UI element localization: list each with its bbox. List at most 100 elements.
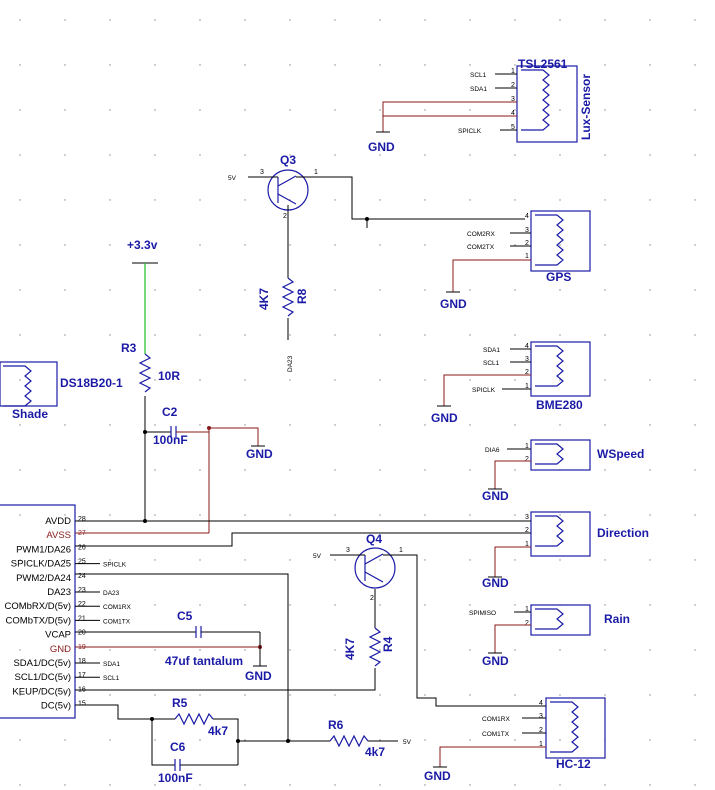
grid-dot bbox=[379, 379, 381, 381]
grid-dot bbox=[514, 199, 516, 201]
mcu-net-label: DA23 bbox=[103, 590, 120, 597]
direction-ref: Direction bbox=[597, 526, 649, 540]
grid-dot bbox=[559, 109, 561, 111]
grid-dot bbox=[469, 424, 471, 426]
svg-text:SPIMISO: SPIMISO bbox=[469, 610, 496, 617]
grid-dot bbox=[379, 64, 381, 66]
grid-dot bbox=[559, 19, 561, 21]
grid-dot bbox=[379, 154, 381, 156]
gps-net-tx: COM2TX bbox=[467, 244, 495, 251]
grid-dot bbox=[19, 559, 21, 561]
r4-value: 4K7 bbox=[343, 638, 357, 660]
gps-net-rx: COM2RX bbox=[467, 231, 495, 238]
grid-dot bbox=[19, 604, 21, 606]
grid-dot bbox=[379, 109, 381, 111]
tsl2561-net-scl: SCL1 bbox=[470, 72, 487, 79]
grid-dot bbox=[19, 514, 21, 516]
grid-dot bbox=[109, 109, 111, 111]
grid-dot bbox=[514, 19, 516, 21]
grid-dot bbox=[604, 379, 606, 381]
r8-ref: R8 bbox=[295, 288, 309, 304]
grid-dot bbox=[289, 694, 291, 696]
ds18b20-body bbox=[0, 361, 58, 407]
mcu-pin-name: SCL1/DC(5v) bbox=[15, 672, 72, 683]
grid-dot bbox=[334, 469, 336, 471]
grid-dot bbox=[64, 19, 66, 21]
bme280-body bbox=[530, 341, 591, 397]
grid-dot bbox=[334, 649, 336, 651]
grid-dot bbox=[514, 604, 516, 606]
grid-dot bbox=[604, 649, 606, 651]
grid-dot bbox=[559, 649, 561, 651]
gps-body bbox=[530, 210, 591, 272]
grid-dot bbox=[244, 64, 246, 66]
c2-capacitor: C2 100nF GND bbox=[145, 405, 273, 533]
svg-text:2: 2 bbox=[539, 727, 543, 734]
grid-dot bbox=[694, 514, 696, 516]
mcu-pin-name: DC(5v) bbox=[41, 701, 71, 712]
gps-gnd-label: GND bbox=[440, 297, 467, 311]
grid-dot bbox=[289, 514, 291, 516]
grid-dot bbox=[289, 334, 291, 336]
grid-dot bbox=[649, 334, 651, 336]
rain-connector: 1 2 SPIMISO GND Rain bbox=[469, 604, 630, 668]
grid-dot bbox=[694, 649, 696, 651]
grid-dot bbox=[604, 784, 606, 786]
grid-dot bbox=[289, 19, 291, 21]
hc12-body bbox=[545, 697, 606, 759]
svg-text:1: 1 bbox=[525, 541, 529, 548]
grid-dot bbox=[424, 604, 426, 606]
mcu-pin-name: PWM1/DA26 bbox=[16, 544, 71, 555]
grid-dot bbox=[514, 289, 516, 291]
r6-ref: R6 bbox=[328, 718, 344, 732]
grid-dot bbox=[64, 289, 66, 291]
grid-dot bbox=[514, 334, 516, 336]
grid-dot bbox=[154, 424, 156, 426]
grid-dot bbox=[19, 289, 21, 291]
grid-dot bbox=[514, 379, 516, 381]
mcu-pin-number: 24 bbox=[78, 573, 86, 580]
tsl2561-body bbox=[516, 65, 578, 143]
svg-text:2: 2 bbox=[525, 369, 529, 376]
grid-dot bbox=[649, 559, 651, 561]
tsl2561-connector-symbol bbox=[521, 69, 550, 131]
grid-dot bbox=[199, 244, 201, 246]
grid-dot bbox=[289, 469, 291, 471]
grid-dot bbox=[19, 379, 21, 381]
grid-dot bbox=[424, 694, 426, 696]
grid-dot bbox=[604, 424, 606, 426]
svg-text:4: 4 bbox=[525, 213, 529, 220]
svg-text:2: 2 bbox=[525, 456, 529, 463]
grid-dot bbox=[199, 559, 201, 561]
tsl2561-sensor: TSL2561 Lux-Sensor 1 2 3 4 5 SCL1 SDA1 S… bbox=[368, 57, 593, 154]
grid-dot bbox=[424, 649, 426, 651]
grid-dot bbox=[19, 784, 21, 786]
tsl2561-type: Lux-Sensor bbox=[579, 74, 593, 140]
grid-dot bbox=[604, 469, 606, 471]
mcu-pin-name: GND bbox=[50, 644, 71, 655]
grid-dot bbox=[154, 199, 156, 201]
r8-zigzag bbox=[281, 277, 295, 317]
grid-dot bbox=[64, 379, 66, 381]
grid-dot bbox=[334, 19, 336, 21]
grid-dot bbox=[559, 379, 561, 381]
mcu-pin-name: PWM2/DA24 bbox=[16, 573, 71, 584]
grid-dot bbox=[424, 154, 426, 156]
q3-transistor: Q3 5V 3 1 2 bbox=[228, 153, 525, 278]
grid-dot bbox=[64, 739, 66, 741]
svg-text:1: 1 bbox=[314, 169, 318, 176]
grid-dot bbox=[109, 514, 111, 516]
ds18b20-label: Shade bbox=[12, 407, 48, 421]
grid-dot bbox=[109, 559, 111, 561]
grid-dot bbox=[289, 649, 291, 651]
grid-dot bbox=[514, 784, 516, 786]
grid-dot bbox=[244, 514, 246, 516]
grid-dot bbox=[379, 244, 381, 246]
grid-dot bbox=[19, 154, 21, 156]
grid-dot bbox=[199, 514, 201, 516]
rain-body bbox=[530, 604, 591, 636]
grid-dot bbox=[514, 514, 516, 516]
grid-dot bbox=[199, 694, 201, 696]
svg-text:2: 2 bbox=[511, 82, 515, 89]
grid-dot bbox=[199, 379, 201, 381]
